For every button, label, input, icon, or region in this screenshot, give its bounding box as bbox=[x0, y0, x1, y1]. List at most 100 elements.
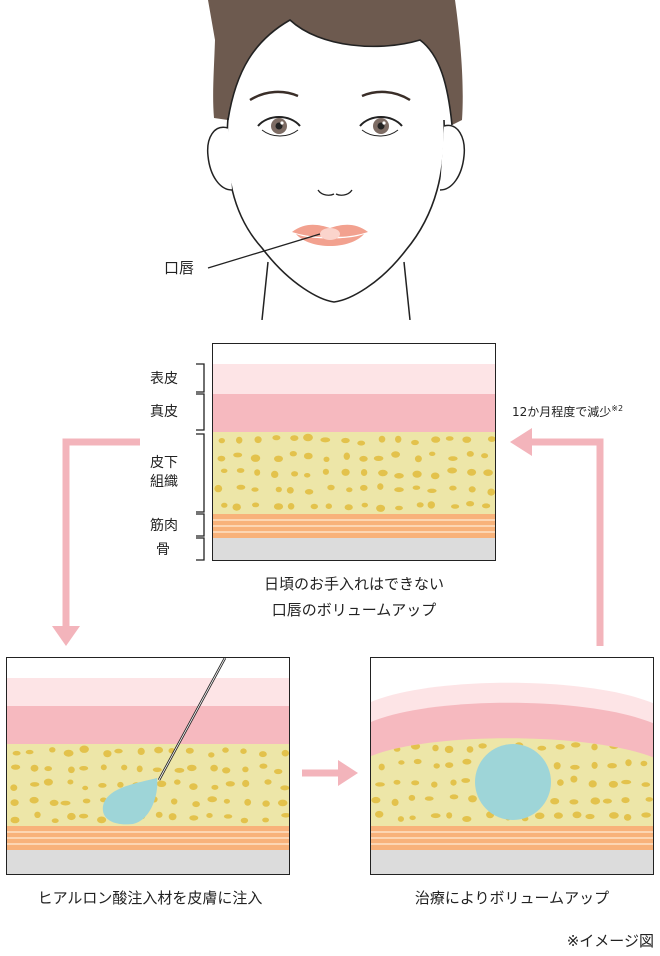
fat-cell-dot bbox=[281, 749, 289, 757]
fat-cell-dot bbox=[357, 440, 366, 446]
fat-cell-dot bbox=[585, 813, 595, 820]
fat-cell-dot bbox=[448, 456, 458, 461]
fat-cell-dot bbox=[411, 439, 419, 446]
fat-cell-dot bbox=[557, 779, 564, 786]
fat-cell-dot bbox=[236, 468, 245, 473]
fat-cell-dot bbox=[416, 502, 424, 508]
fat-cell-dot bbox=[251, 487, 259, 492]
face-illustration bbox=[206, 0, 466, 320]
lip-label: 口唇 bbox=[164, 259, 195, 277]
fat-cell-dot bbox=[430, 813, 441, 819]
fat-cell-dot bbox=[187, 764, 197, 772]
fat-cell-dot bbox=[174, 767, 185, 773]
fat-cell-dot bbox=[49, 747, 56, 753]
fat-cell-dot bbox=[409, 815, 416, 821]
fat-cell-dot bbox=[569, 799, 579, 805]
fat-cell-dot bbox=[375, 782, 385, 787]
fat-cell-dot bbox=[462, 816, 472, 822]
fat-cell-dot bbox=[192, 801, 200, 808]
fat-cell-dot bbox=[304, 489, 314, 495]
fat-cell-dot bbox=[34, 811, 41, 818]
fat-cell-dot bbox=[155, 811, 163, 818]
fat-cell-dot bbox=[397, 816, 404, 822]
fat-cell-dot bbox=[433, 763, 440, 769]
fat-cell-dot bbox=[97, 816, 107, 824]
fat-cell-dot bbox=[207, 796, 217, 803]
label-subcutaneous-1: 皮下 bbox=[150, 455, 178, 471]
fat-cell-dot bbox=[346, 487, 353, 493]
fat-cell-dot bbox=[218, 438, 225, 444]
lips bbox=[292, 224, 368, 246]
fat-cell-dot bbox=[572, 811, 582, 819]
layer-bone bbox=[7, 850, 289, 874]
fat-cell-dot bbox=[79, 813, 89, 819]
fat-cell-dot bbox=[49, 799, 59, 806]
fat-cell-dot bbox=[621, 797, 630, 804]
fat-cell-dot bbox=[609, 812, 619, 819]
fat-cell-dot bbox=[222, 767, 231, 774]
fat-cell-dot bbox=[487, 488, 495, 496]
fat-cell-dot bbox=[427, 488, 437, 493]
fat-cell-dot bbox=[154, 746, 164, 754]
fat-cell-dot bbox=[608, 780, 618, 788]
layer-bone bbox=[213, 538, 495, 560]
fat-cell-dot bbox=[281, 813, 289, 818]
fat-cell-dot bbox=[67, 812, 76, 821]
top-caption-line2: 口唇のボリュームアップ bbox=[271, 601, 437, 619]
right-ear bbox=[439, 124, 466, 191]
fat-cell-dot bbox=[607, 763, 617, 769]
fat-cell-dot bbox=[431, 781, 438, 788]
label-subcutaneous-2: 組織 bbox=[150, 474, 178, 490]
fat-cell-dot bbox=[242, 779, 250, 788]
fat-cell-dot bbox=[44, 766, 52, 772]
fat-cell-dot bbox=[271, 470, 279, 478]
fat-cell-dot bbox=[254, 469, 261, 476]
fat-cell-dot bbox=[214, 484, 223, 493]
fat-cell-dot bbox=[378, 469, 388, 477]
filler-volume bbox=[475, 744, 551, 820]
skin-diagram-injection bbox=[6, 657, 290, 875]
fat-cell-dots bbox=[214, 433, 495, 512]
decrease-note: 12か月程度で減少※2 bbox=[512, 401, 623, 420]
layer-muscle bbox=[371, 826, 653, 850]
fat-cell-dot bbox=[236, 484, 246, 490]
fat-cell-dot bbox=[427, 501, 435, 509]
fat-cell-dot bbox=[445, 436, 454, 441]
fat-cell-dot bbox=[325, 503, 332, 509]
fat-cell-dot bbox=[82, 798, 91, 804]
fat-cell-dot bbox=[393, 779, 401, 785]
fat-cell-dot bbox=[240, 817, 249, 824]
fat-cell-dot bbox=[468, 486, 476, 493]
layer-bone bbox=[371, 850, 653, 874]
fat-cell-dot bbox=[640, 760, 648, 767]
filler-injected bbox=[102, 778, 158, 825]
fat-cell-dot bbox=[274, 768, 283, 775]
fat-cell-dot bbox=[588, 780, 597, 788]
fat-cell-dot bbox=[394, 487, 404, 493]
fat-cell-dot bbox=[244, 798, 252, 806]
arrow-up-right bbox=[530, 438, 604, 646]
fat-cell-dot bbox=[30, 764, 39, 772]
fat-cell-dot bbox=[462, 758, 472, 765]
fat-cell-dot bbox=[482, 503, 491, 509]
layer-dermis bbox=[213, 394, 495, 432]
fat-cell-dot bbox=[432, 744, 439, 752]
fat-cell-dot bbox=[168, 813, 177, 821]
layer-muscle bbox=[7, 826, 289, 850]
fat-cell-dot bbox=[264, 779, 272, 785]
fat-cell-dot bbox=[310, 503, 318, 510]
fat-cell-dot bbox=[98, 783, 107, 788]
fat-cell-dot bbox=[360, 469, 368, 476]
fat-cell-dot bbox=[444, 745, 454, 754]
right-eye bbox=[359, 116, 403, 137]
fat-cell-dot bbox=[121, 764, 128, 771]
fat-cell-dot bbox=[408, 794, 416, 801]
fat-cell-dot bbox=[359, 455, 368, 462]
nose bbox=[317, 189, 353, 196]
fat-cell-dot bbox=[259, 751, 267, 758]
skin-diagram-after bbox=[370, 657, 654, 875]
fat-cell-dot bbox=[242, 766, 249, 773]
fat-cell-dot bbox=[323, 456, 330, 462]
fat-cell-dot bbox=[483, 469, 493, 476]
fat-cell-dot bbox=[466, 451, 474, 457]
